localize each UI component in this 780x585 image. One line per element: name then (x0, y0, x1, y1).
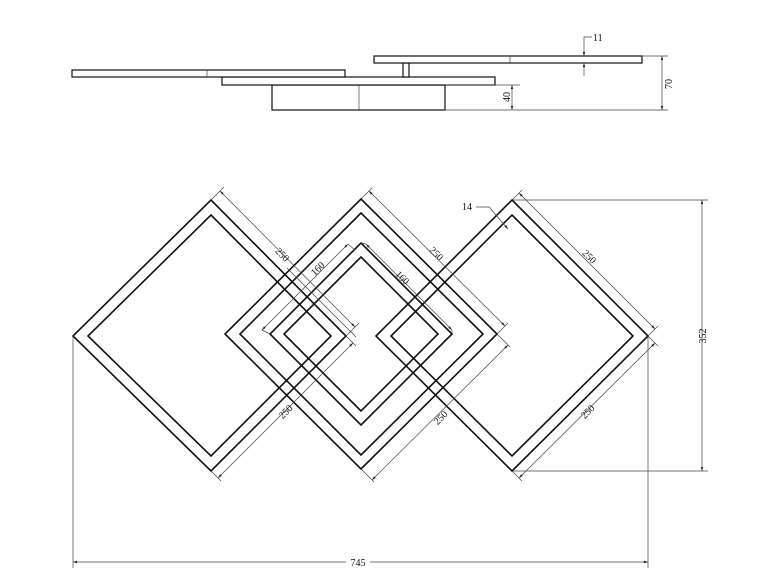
left-diamond-inner (86, 213, 333, 458)
dim-label-250-c: 250 (580, 248, 598, 266)
dim-line-160-a (261, 243, 349, 331)
side-right-plate (373, 55, 643, 64)
dim-label-250-f: 250 (579, 403, 597, 421)
dim-label-250-d: 250 (277, 403, 295, 421)
side-left-plate (71, 69, 346, 78)
dim-label-160-b: 160 (393, 269, 411, 287)
dim-label-40: 40 (502, 92, 513, 102)
right-diamond-outer (374, 198, 650, 473)
dim-label-352: 352 (698, 329, 709, 344)
dim-line-250-d (217, 342, 354, 479)
side-stem (402, 62, 410, 78)
dim-label-70: 70 (664, 79, 675, 89)
side-view: 70 40 11 (71, 33, 675, 111)
side-middle-plate (221, 76, 496, 86)
dim-line-160-b (365, 243, 453, 331)
dim-line-250-c (518, 192, 656, 330)
dim-line-250-e (371, 344, 509, 481)
dim-label-745: 745 (351, 558, 366, 569)
left-diamond-outer (71, 198, 348, 473)
middle-small-diamond-outer (268, 241, 454, 427)
dim-line-250-f (518, 342, 656, 479)
side-base-block (271, 84, 446, 111)
middle-diamond-outer (223, 197, 499, 471)
dim-label-250-e: 250 (432, 409, 450, 427)
dim-label-250-a: 250 (273, 246, 291, 264)
dim-label-14: 14 (462, 202, 472, 213)
dim-label-11: 11 (593, 33, 603, 44)
middle-small-diamond-inner (282, 255, 440, 413)
dim-label-250-b: 250 (427, 245, 445, 263)
plan-view: 250 250 250 160 160 250 250 (71, 186, 709, 569)
